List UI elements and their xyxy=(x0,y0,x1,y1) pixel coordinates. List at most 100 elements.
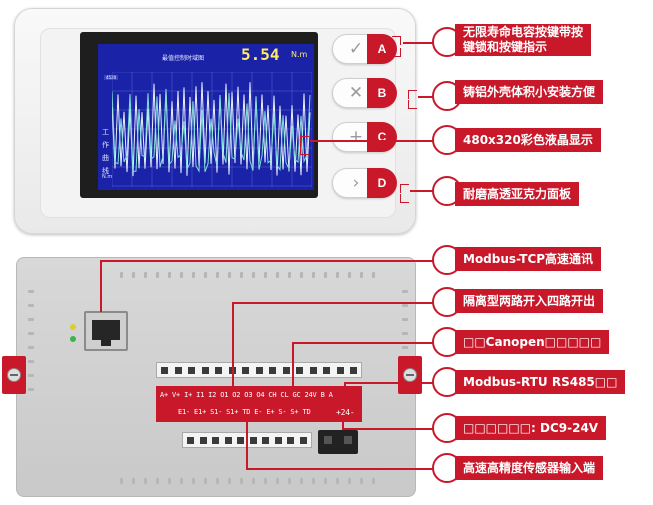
lcd-title: 最值控制时域图 xyxy=(162,55,205,62)
leader-line xyxy=(342,422,344,430)
leader-line xyxy=(310,140,433,142)
vent-slot xyxy=(144,478,147,484)
leader-line xyxy=(292,342,433,344)
callout-aluminum-housing: 铸铝外壳体积小安装方便 xyxy=(455,80,604,104)
vent-slot xyxy=(336,272,339,278)
vent-slot xyxy=(28,332,34,335)
vent-slot xyxy=(180,272,183,278)
terminal-slot xyxy=(201,367,209,374)
terminal-slot xyxy=(174,367,182,374)
terminal-slot xyxy=(299,437,307,444)
vent-slot xyxy=(324,272,327,278)
vent-slot xyxy=(168,478,171,484)
terminal-slot xyxy=(296,367,303,374)
terminal-label-band xyxy=(156,386,362,422)
lcd-reading-unit: N.m xyxy=(291,50,308,59)
key-d-letter: D xyxy=(367,168,397,198)
vent-slot xyxy=(360,478,363,484)
target-bracket-acrylic xyxy=(400,184,409,193)
power-terminal-label: +24- xyxy=(336,408,355,417)
vent-slot xyxy=(228,272,231,278)
vent-slot xyxy=(144,272,147,278)
terminal-slot xyxy=(242,367,249,374)
callout-modbus-rtu: Modbus-RTU RS485□□ xyxy=(455,370,626,394)
lcd-waveform-plot xyxy=(112,72,312,187)
terminal-slot xyxy=(224,437,232,444)
vent-slot xyxy=(204,272,207,278)
lcd-trace-primary xyxy=(112,82,311,177)
vent-slot xyxy=(156,478,159,484)
vent-slot xyxy=(240,272,243,278)
terminal-slot xyxy=(336,367,344,374)
target-bracket-lcd xyxy=(300,136,309,145)
callout-sensor-input: 高速高精度传感器输入端 xyxy=(455,456,604,480)
lcd-y-axis-label: 工作曲线 xyxy=(102,128,109,175)
target-bracket-lcd-lower xyxy=(300,146,309,155)
status-led-yellow xyxy=(70,324,76,330)
chevron-right-icon: › xyxy=(352,173,360,193)
callout-lcd-display: 480x320彩色液晶显示 xyxy=(455,128,601,152)
screw-icon xyxy=(7,368,21,382)
lcd-screen: 最值控制时域图 5.54 N.m 4520 工作曲线 N.m xyxy=(98,44,314,190)
vent-slot xyxy=(288,272,291,278)
plus-icon: + xyxy=(348,127,364,147)
terminal-slot xyxy=(269,367,276,374)
vent-slot xyxy=(28,388,34,391)
leader-line xyxy=(410,190,433,192)
terminal-slot xyxy=(188,367,195,374)
vent-slot xyxy=(28,346,34,349)
vent-slot xyxy=(132,478,135,484)
target-bracket-acrylic-lower xyxy=(400,194,409,203)
power-connector xyxy=(318,430,358,454)
terminal-slot xyxy=(215,367,222,374)
mounting-clip-right xyxy=(398,356,422,394)
vent-slot xyxy=(348,272,351,278)
terminal-labels-top: A+ V+ I+ I1 I2 O1 O2 O3 O4 CH CL GC 24V … xyxy=(160,391,333,399)
terminal-slot xyxy=(309,367,317,374)
vent-slot xyxy=(300,272,303,278)
key-b-letter: B xyxy=(367,78,397,108)
vent-slot xyxy=(156,272,159,278)
key-d[interactable]: › D xyxy=(332,168,397,198)
leader-line xyxy=(344,382,346,390)
key-a[interactable]: ✓ A xyxy=(332,34,397,64)
status-led-green xyxy=(70,336,76,342)
vent-slot xyxy=(216,272,219,278)
target-bracket-keys-lower xyxy=(392,48,401,57)
vent-slot xyxy=(402,318,408,321)
vent-slot xyxy=(28,290,34,293)
terminal-labels-bottom: E1- E1+ S1- S1+ TD E- E+ S- S+ TD xyxy=(178,408,311,416)
vent-slot xyxy=(402,304,408,307)
vent-slot xyxy=(132,272,135,278)
terminal-slot xyxy=(249,437,257,444)
callout-power-supply: □□□□□□: DC9-24V xyxy=(455,416,607,440)
vent-slot xyxy=(276,478,279,484)
lcd-tag: 4520 xyxy=(104,75,119,80)
vent-slot xyxy=(288,478,291,484)
key-b[interactable]: ✕ B xyxy=(332,78,397,108)
target-bracket-housing xyxy=(408,90,417,99)
callout-canopen: □□Canopen□□□□□ xyxy=(455,330,610,354)
vent-slot xyxy=(276,272,279,278)
key-c[interactable]: + C xyxy=(332,122,397,152)
vent-slot xyxy=(192,272,195,278)
vent-slot xyxy=(372,478,375,484)
leader-line xyxy=(344,382,433,384)
vent-slot xyxy=(120,478,123,484)
target-bracket-keys xyxy=(392,36,401,45)
vent-slot xyxy=(264,272,267,278)
vent-slot xyxy=(324,478,327,484)
leader-line xyxy=(100,260,433,262)
vent-slot xyxy=(240,478,243,484)
mounting-clip-left xyxy=(2,356,26,394)
terminal-slot xyxy=(287,437,294,444)
terminal-slot xyxy=(323,367,330,374)
key-a-letter: A xyxy=(367,34,397,64)
terminal-slot xyxy=(187,437,194,444)
terminal-slot xyxy=(255,367,263,374)
terminal-slot xyxy=(274,437,282,444)
callout-isolated-io: 隔离型两路开入四路开出 xyxy=(455,289,604,313)
vent-slot xyxy=(402,332,408,335)
vent-slot xyxy=(120,272,123,278)
vent-slot xyxy=(312,478,315,484)
